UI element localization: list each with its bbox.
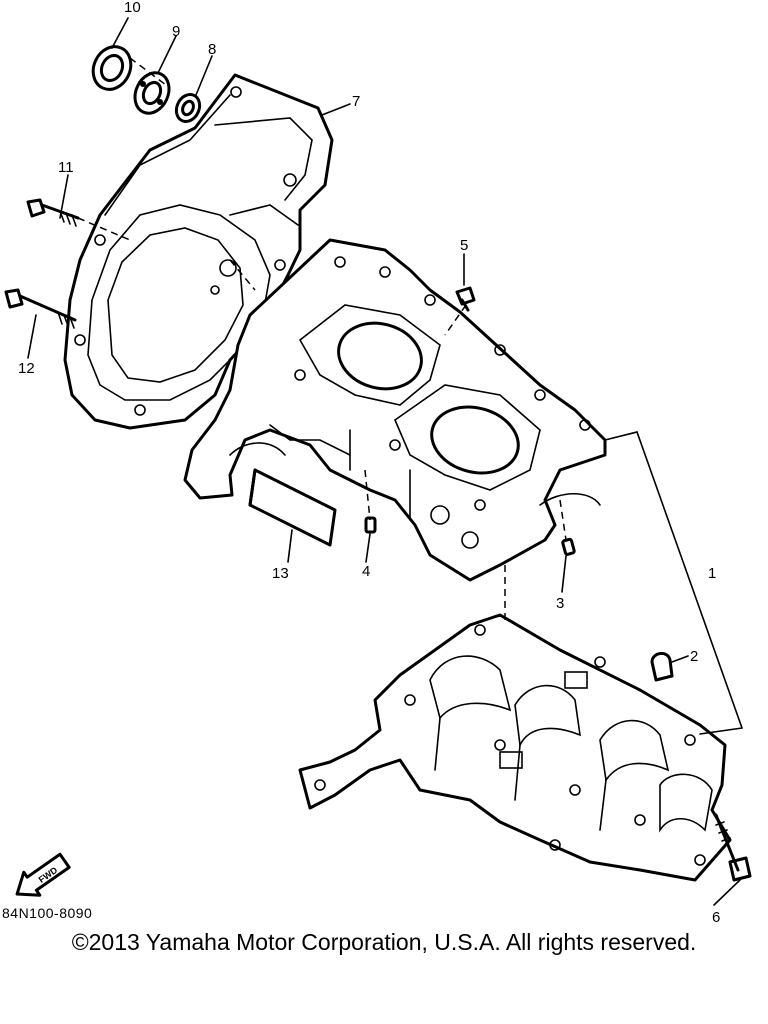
callout-1: 1 (708, 565, 716, 582)
diagram-reference-code: 84N100-8090 (2, 905, 93, 921)
front-direction-arrow-icon: FWD (15, 852, 71, 897)
callout-9: 9 (172, 23, 180, 40)
callout-12: 12 (18, 360, 35, 377)
callout-3: 3 (556, 595, 564, 612)
callout-6: 6 (712, 909, 720, 926)
small-bearing-part (174, 92, 202, 124)
bolt-12-part (4, 288, 77, 329)
callout-5: 5 (460, 237, 468, 254)
callout-7: 7 (352, 93, 360, 110)
upper-crankcase-part (183, 238, 607, 582)
callout-11: 11 (58, 159, 74, 176)
copyright-notice: ©2013 Yamaha Motor Corporation, U.S.A. A… (71, 929, 697, 955)
bolt-5-part (455, 286, 476, 312)
crankcase-cover-part (63, 73, 334, 430)
plate-part (248, 468, 337, 547)
callout-8: 8 (208, 41, 216, 58)
callout-4: 4 (362, 563, 370, 580)
callout-10: 10 (124, 0, 141, 16)
oil-seal-part (91, 45, 133, 91)
callout-13: 13 (272, 565, 289, 582)
bolt-11-part (26, 198, 131, 241)
bolt-6-part (714, 813, 752, 882)
callout-2: 2 (690, 648, 698, 665)
cap-part (650, 652, 674, 682)
lower-crankcase-part (298, 613, 732, 882)
bearing-part (133, 71, 171, 115)
dowel-pin-4-part (364, 516, 377, 534)
dowel-pin-3-part (561, 537, 576, 556)
